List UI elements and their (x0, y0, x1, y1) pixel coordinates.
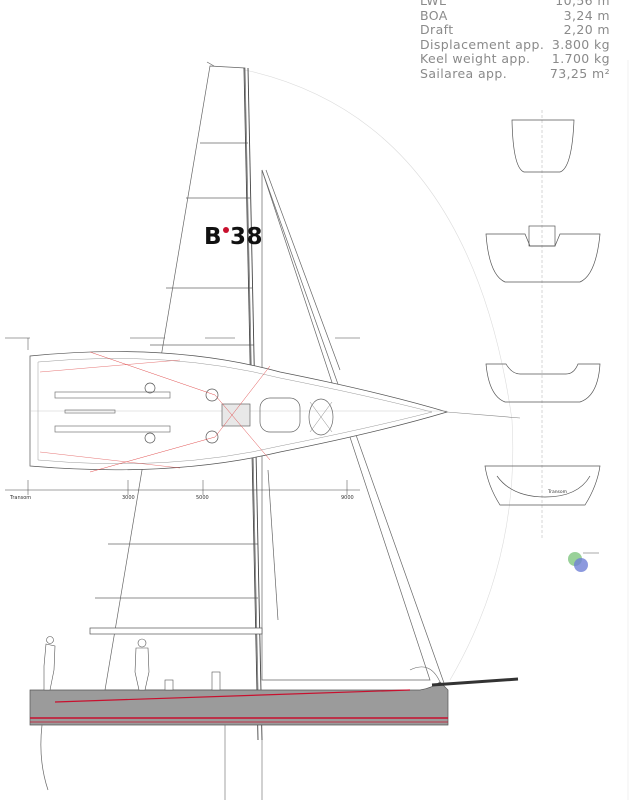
spec-label: BOA (420, 7, 448, 23)
dim-3000: 3000 (122, 495, 135, 501)
section-transom-label: Transom (547, 489, 567, 495)
spec-label: Sailarea app. (420, 65, 508, 81)
spec-value: 10,56 m (555, 0, 610, 8)
crew-figures (43, 636, 221, 691)
logo-prefix: B (204, 224, 223, 250)
red-dot-icon (223, 227, 230, 233)
logo-suffix: 38 (230, 224, 264, 250)
spec-label: LWL (420, 0, 447, 8)
spec-row: Draft 2,20 m (420, 22, 610, 38)
spec-value: 2,20 m (563, 22, 610, 37)
spec-value: 3,24 m (563, 7, 610, 23)
spec-label: Draft (420, 22, 454, 37)
spec-row: Displacement app. 3.800 kg (420, 36, 610, 53)
headsail-arc (244, 69, 514, 681)
dim-5000: 5000 (196, 495, 209, 501)
spec-row: Sailarea app. 73,25 m² (420, 65, 610, 82)
dim-9000: 9000 (341, 495, 354, 501)
spec-row: BOA 3,24 m (420, 7, 610, 24)
designer-stamp-icon (568, 552, 599, 572)
spec-row: Keel weight app. 1.700 kg (420, 51, 610, 67)
spec-row: LWL 10,56 m (420, 0, 610, 9)
spec-label: Keel weight app. (420, 51, 531, 66)
hull-profile (29, 627, 519, 800)
hull-sections (484, 110, 601, 540)
spec-value: 3.800 kg (551, 36, 610, 52)
b38-logo: B 38 (204, 224, 263, 250)
dimension-lines (5, 337, 360, 495)
spec-value: 73,25 m² (549, 65, 610, 81)
dim-transom: Transom (9, 495, 31, 501)
spec-value: 1.700 kg (551, 51, 610, 66)
spec-label: Displacement app. (420, 36, 545, 52)
deck-plan (29, 351, 521, 473)
